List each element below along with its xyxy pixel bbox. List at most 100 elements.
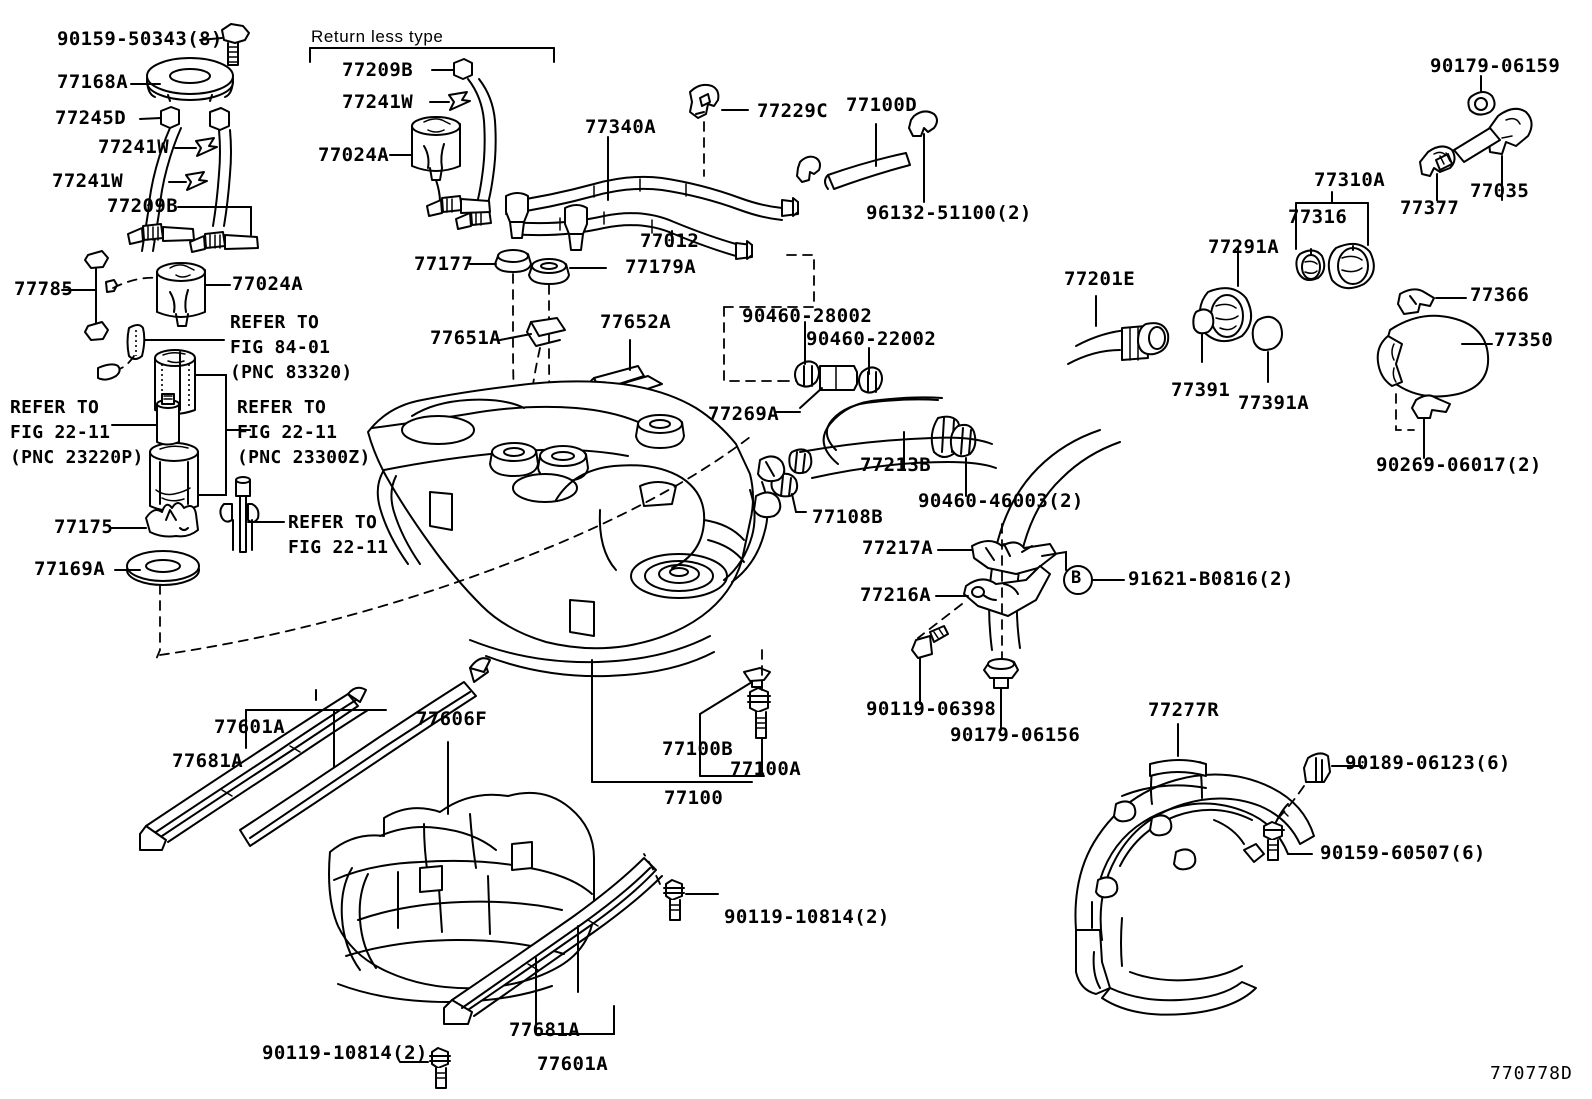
label-77175: 77175 bbox=[54, 516, 114, 538]
label-77340A: 77340A bbox=[585, 116, 657, 138]
part-77024A-fuel-filter-left bbox=[156, 262, 231, 327]
part-77012-fuel-line bbox=[511, 211, 753, 260]
label-77310A: 77310A bbox=[1314, 169, 1386, 191]
label-reference-b: B bbox=[1071, 568, 1082, 588]
reference-marker-b bbox=[1063, 565, 1125, 595]
refer-block-fig22-11-23300Z: REFER TO FIG 22-11 (PNC 23300Z) bbox=[237, 397, 371, 468]
part-77035-assembly bbox=[1435, 107, 1533, 201]
label-90179-06159: 90179-06159 bbox=[1430, 55, 1561, 77]
part-77350-fuel-lid bbox=[1376, 314, 1493, 431]
part-77651A-plate bbox=[499, 317, 566, 451]
label-77229C: 77229C bbox=[757, 100, 829, 122]
fuel-line-dashed-box bbox=[723, 254, 815, 382]
label-77241W-top: 77241W bbox=[342, 91, 414, 113]
part-77179A-grommet bbox=[528, 258, 607, 454]
label-return-less-type: Return less type bbox=[311, 27, 444, 46]
label-90119-10814-right: 90119-10814(2) bbox=[724, 906, 890, 928]
label-77024A-top: 77024A bbox=[318, 144, 390, 166]
label-77201E: 77201E bbox=[1064, 268, 1136, 290]
fuel-line-connectors bbox=[505, 192, 588, 251]
label-77179A: 77179A bbox=[625, 256, 697, 278]
part-77601A-member bbox=[239, 657, 491, 847]
label-77291A: 77291A bbox=[1208, 236, 1280, 258]
part-90269-06017-screw bbox=[1411, 394, 1451, 459]
part-77216A-bracket bbox=[917, 523, 1067, 659]
label-77241W-lower: 77241W bbox=[52, 170, 124, 192]
label-77681A-bottom: 77681A bbox=[509, 1019, 581, 1041]
part-90189-06123-clip bbox=[1267, 752, 1363, 829]
label-77241W-upper: 77241W bbox=[98, 136, 170, 158]
label-77100A: 77100A bbox=[730, 758, 802, 780]
part-77217A-bracket bbox=[937, 540, 1057, 575]
label-77350: 77350 bbox=[1494, 329, 1554, 351]
refer-block-fig22-11-23220P: REFER TO FIG 22-11 (PNC 23220P) bbox=[10, 397, 144, 468]
label-90460-46003: 90460-46003(2) bbox=[918, 490, 1084, 512]
label-96132-51100: 96132-51100(2) bbox=[866, 202, 1032, 224]
part-90460-46003-clamp bbox=[949, 423, 977, 497]
part-77269A-connector bbox=[775, 365, 858, 413]
part-90460-28002-clamp bbox=[794, 321, 820, 388]
part-90179-06159-nut bbox=[1467, 75, 1496, 116]
refer-block-fig22-11: REFER TO FIG 22-11 bbox=[288, 512, 389, 558]
part-90159-60507-screw bbox=[1263, 803, 1313, 861]
label-77217A: 77217A bbox=[862, 537, 934, 559]
part-77785-clamp bbox=[61, 250, 160, 341]
label-77213B: 77213B bbox=[860, 454, 932, 476]
part-77340A-fuel-line bbox=[505, 136, 799, 221]
part-90179-06156-nut bbox=[983, 658, 1019, 731]
label-90460-22002: 90460-22002 bbox=[806, 328, 937, 350]
label-77601A-bottom: 77601A bbox=[537, 1053, 609, 1075]
part-77169A-gasket bbox=[114, 550, 200, 663]
part-77316-cap bbox=[1295, 248, 1326, 281]
part-77391A-oring bbox=[1251, 315, 1283, 383]
label-77209B-top: 77209B bbox=[342, 59, 414, 81]
part-90119-06398-bolt bbox=[911, 625, 949, 705]
label-77209B-left: 77209B bbox=[107, 195, 179, 217]
part-77245D-tube-assembly bbox=[127, 106, 259, 253]
label-77391: 77391 bbox=[1171, 379, 1231, 401]
part-77681A-protector-left bbox=[139, 686, 387, 851]
part-77100-fuel-tank bbox=[159, 380, 786, 783]
label-77245D: 77245D bbox=[55, 107, 127, 129]
label-90269-06017: 90269-06017(2) bbox=[1376, 454, 1542, 476]
part-77100D-hose bbox=[824, 123, 911, 190]
part-ref-fig8401-clip bbox=[97, 324, 225, 381]
label-77785: 77785 bbox=[14, 278, 74, 300]
label-77100B: 77100B bbox=[662, 738, 734, 760]
part-77024A-fuel-filter-top bbox=[389, 116, 491, 217]
label-77100D: 77100D bbox=[846, 94, 918, 116]
label-77651A: 77651A bbox=[430, 327, 502, 349]
part-77391-oring bbox=[1192, 308, 1215, 363]
label-77391A: 77391A bbox=[1238, 392, 1310, 414]
part-77229C-clip bbox=[689, 83, 749, 177]
part-77377-clip bbox=[1419, 145, 1456, 201]
label-90460-28002: 90460-28002 bbox=[742, 305, 873, 327]
label-91621-B0816: 91621-B0816(2) bbox=[1128, 568, 1294, 590]
label-77169A: 77169A bbox=[34, 558, 106, 580]
part-77175-clip bbox=[109, 502, 199, 538]
part-77606F-protector bbox=[328, 741, 595, 1003]
label-90159-60507: 90159-60507(6) bbox=[1320, 842, 1486, 864]
label-77024A-left: 77024A bbox=[232, 273, 304, 295]
part-ref-fig2211-23300Z-pump bbox=[111, 349, 251, 512]
part-77277R-fender-liner bbox=[1074, 723, 1315, 1016]
part-77681A-protector-bottom bbox=[443, 857, 663, 1035]
fuel-line-clip-small bbox=[796, 155, 821, 183]
part-96132-51100-clip bbox=[908, 110, 938, 203]
part-77366-clip bbox=[1397, 288, 1467, 315]
label-77035: 77035 bbox=[1470, 180, 1530, 202]
part-90159-50343-bolt bbox=[199, 23, 250, 66]
label-77377: 77377 bbox=[1400, 197, 1460, 219]
label-77108B: 77108B bbox=[812, 506, 884, 528]
label-90119-06398: 90119-06398 bbox=[866, 698, 997, 720]
label-77277R: 77277R bbox=[1148, 699, 1220, 721]
label-77601A-top: 77601A bbox=[214, 716, 286, 738]
label-77269A: 77269A bbox=[708, 403, 780, 425]
label-77100: 77100 bbox=[664, 787, 724, 809]
label-90189-06123: 90189-06123(6) bbox=[1345, 752, 1511, 774]
part-77168A-retainer bbox=[130, 57, 234, 102]
label-90159-50343: 90159-50343(8) bbox=[57, 28, 223, 50]
group-77310A-bracket bbox=[1295, 191, 1369, 250]
part-77100B-77100A-fasteners bbox=[699, 649, 771, 777]
